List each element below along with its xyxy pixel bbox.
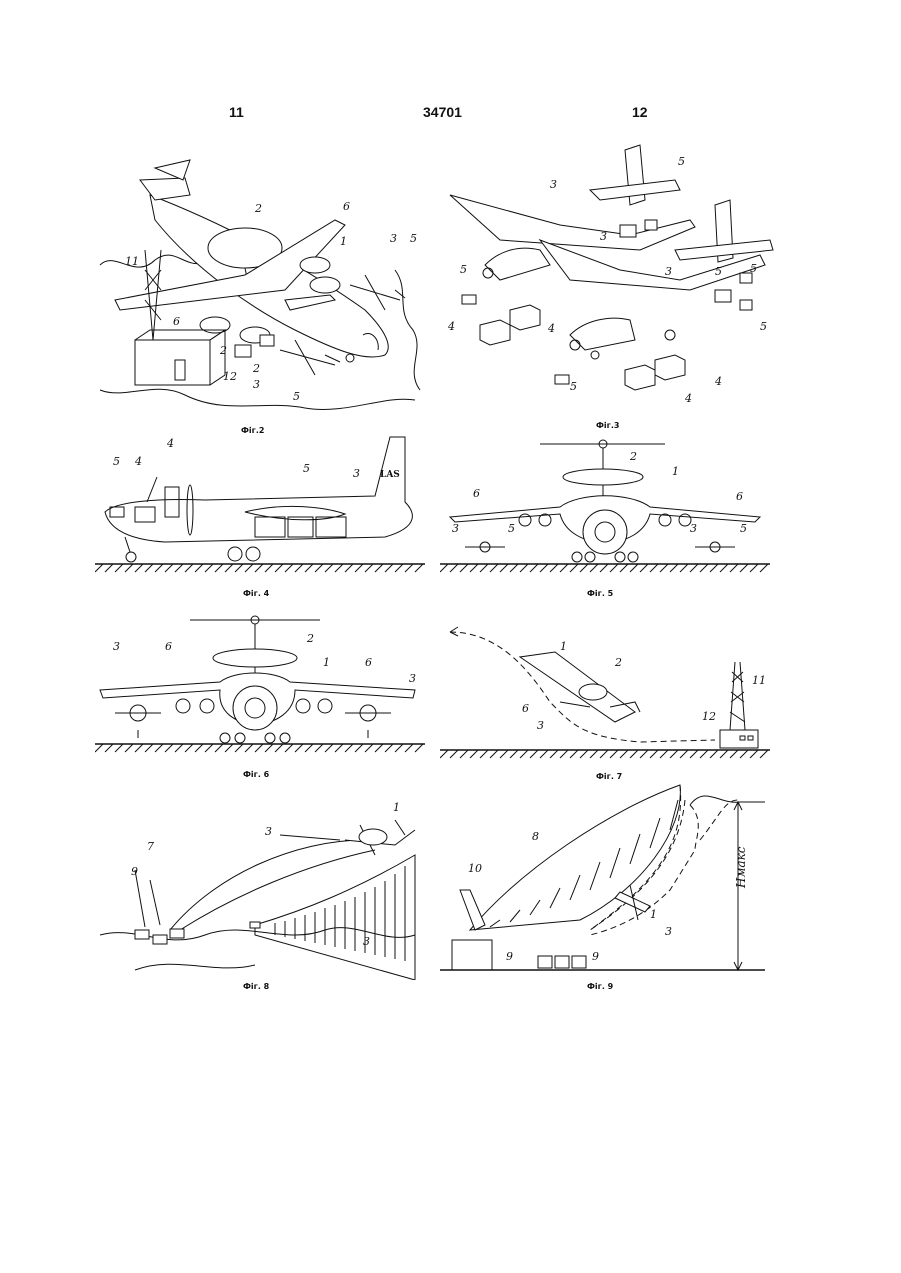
document-number: 34701 — [423, 104, 462, 120]
label-5f: 5 — [570, 380, 577, 393]
caption-fig-8: Фіг. 8 — [243, 982, 269, 991]
label-2b: 2 — [219, 344, 227, 357]
label-10: 10 — [468, 862, 482, 875]
label-12: 12 — [223, 370, 237, 383]
figure-5-drawing: 2 1 6 6 3 5 3 5 — [440, 432, 770, 582]
figure-9: 10 8 1 3 9 9 Нмакс — [440, 780, 770, 980]
figure-7-drawing: 1 2 6 3 11 12 — [440, 612, 770, 762]
label-5a: 5 — [508, 522, 515, 535]
label-1: 1 — [393, 801, 400, 814]
label-5b: 5 — [460, 263, 467, 276]
figure-8-drawing: 1 3 7 9 3 — [95, 795, 430, 980]
label-4a: 4 — [134, 455, 142, 468]
label-5a: 5 — [410, 232, 417, 245]
label-3a: 3 — [113, 640, 120, 653]
label-5b: 5 — [303, 462, 310, 475]
figure-4-drawing: 5 4 4 5 3 LAS — [95, 432, 425, 582]
label-6b: 6 — [173, 315, 180, 328]
label-5a: 5 — [113, 455, 120, 468]
page-number-left: 11 — [229, 104, 244, 120]
tail-text: LAS — [380, 470, 400, 480]
label-4d: 4 — [684, 392, 692, 405]
label-3b: 3 — [409, 672, 416, 685]
label-5b: 5 — [293, 390, 300, 403]
label-2: 2 — [629, 450, 637, 463]
label-9: 9 — [131, 865, 138, 878]
label-3: 3 — [665, 925, 672, 938]
label-3: 3 — [353, 467, 360, 480]
label-3: 3 — [537, 719, 544, 732]
h-max-label: Нмакс — [734, 846, 748, 889]
label-1: 1 — [560, 640, 567, 653]
label-6: 6 — [522, 702, 529, 715]
label-3a: 3 — [390, 232, 397, 245]
label-9b: 9 — [592, 950, 599, 963]
label-7: 7 — [147, 840, 154, 853]
label-5c: 5 — [715, 265, 722, 278]
figure-2: 2 1 6 3 5 11 6 2 2 12 3 5 — [95, 150, 430, 420]
label-3a: 3 — [265, 825, 272, 838]
label-5a: 5 — [678, 155, 685, 168]
label-6a: 6 — [165, 640, 172, 653]
figure-4: 5 4 4 5 3 LAS — [95, 432, 425, 582]
label-3b: 3 — [253, 378, 260, 391]
caption-fig-5: Фіг. 5 — [587, 589, 613, 598]
label-11: 11 — [752, 674, 766, 687]
label-4b: 4 — [547, 322, 555, 335]
label-4c: 4 — [714, 375, 722, 388]
label-2: 2 — [614, 656, 622, 669]
figure-5: 2 1 6 6 3 5 3 5 — [440, 432, 770, 582]
label-5e: 5 — [760, 320, 767, 333]
label-3a: 3 — [452, 522, 459, 535]
label-2: 2 — [306, 632, 314, 645]
label-11: 11 — [125, 255, 139, 268]
figure-2-drawing: 2 1 6 3 5 11 6 2 2 12 3 5 — [95, 150, 430, 420]
label-1: 1 — [340, 235, 347, 248]
label-6b: 6 — [365, 656, 372, 669]
label-8: 8 — [532, 830, 539, 843]
figure-6-drawing: 3 6 2 1 6 3 — [95, 610, 425, 760]
label-3b: 3 — [690, 522, 697, 535]
label-3b: 3 — [600, 230, 607, 243]
label-3b: 3 — [363, 935, 370, 948]
label-12: 12 — [702, 710, 716, 723]
figure-3: 3 3 3 5 5 5 5 5 5 4 4 4 4 — [440, 140, 775, 420]
label-1: 1 — [672, 465, 679, 478]
page-number-right: 12 — [632, 104, 648, 120]
label-6a: 6 — [343, 200, 350, 213]
label-5d: 5 — [750, 262, 757, 275]
label-5b: 5 — [740, 522, 747, 535]
label-2c: 2 — [252, 362, 260, 375]
label-9a: 9 — [506, 950, 513, 963]
caption-fig-4: Фіг. 4 — [243, 589, 269, 598]
label-3c: 3 — [665, 265, 672, 278]
caption-fig-6: Фіг. 6 — [243, 770, 269, 779]
label-1: 1 — [650, 908, 657, 921]
label-3a: 3 — [550, 178, 557, 191]
figure-7: 1 2 6 3 11 12 — [440, 612, 770, 762]
figure-6: 3 6 2 1 6 3 — [95, 610, 425, 760]
label-6b: 6 — [736, 490, 743, 503]
figure-3-drawing: 3 3 3 5 5 5 5 5 5 4 4 4 4 — [440, 140, 775, 420]
label-4a: 4 — [447, 320, 455, 333]
figure-9-drawing: 10 8 1 3 9 9 Нмакс — [440, 780, 770, 980]
caption-fig-9: Фіг. 9 — [587, 982, 613, 991]
label-4b: 4 — [166, 437, 174, 450]
caption-fig-3: Фіг.3 — [596, 421, 619, 430]
label-6a: 6 — [473, 487, 480, 500]
label-2: 2 — [254, 202, 262, 215]
figure-8: 1 3 7 9 3 — [95, 795, 430, 980]
label-1: 1 — [323, 656, 330, 669]
